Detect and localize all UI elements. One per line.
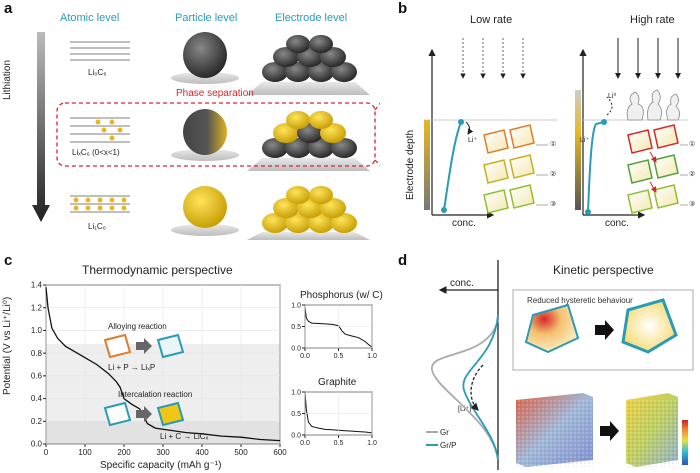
marker-2-high: ②: [689, 171, 696, 178]
li-conc-label: [Li⁺]: [458, 406, 472, 413]
li-ion-label-high: Li⁺: [580, 137, 590, 144]
header-atomic: Atomic level: [60, 12, 120, 24]
tick-label-x: 1.0: [367, 353, 377, 360]
header-particle: Particle level: [175, 12, 238, 24]
tick-label-y: 1.0: [31, 326, 43, 335]
tick-label-y: 1.0: [291, 302, 301, 309]
even-particle: [621, 298, 678, 354]
intercalation-equation: Li + C → LiCₓ: [160, 432, 209, 441]
tick-label-y: 0.5: [291, 411, 301, 418]
panel-a-label: a: [4, 0, 13, 17]
tick-label-x: 0.0: [300, 440, 310, 447]
high-rate-label: High rate: [630, 14, 675, 26]
particle-mixed: [183, 109, 227, 155]
tick-label-x: 100: [78, 448, 92, 457]
tick-label-x: 200: [117, 448, 131, 457]
panel-a-illustration: [32, 32, 380, 240]
tick-label-y: 0.5: [291, 324, 301, 331]
panel-d-illustration: [426, 260, 694, 470]
tick-label-y: 0.0: [291, 432, 301, 439]
atomic-row1: [70, 41, 130, 61]
header-electrode: Electrode level: [275, 12, 348, 24]
tick-label-y: 0.6: [31, 372, 43, 381]
li-metal-dendrites: [626, 89, 680, 121]
tick-label-x: 600: [273, 448, 287, 457]
panel-d-title: Kinetic perspective: [553, 263, 654, 277]
low-rate-profile: [443, 121, 462, 211]
marker-1-low: ①: [550, 141, 557, 148]
marker-1-high: ①: [689, 141, 696, 148]
lithiation-arrow: [32, 32, 50, 222]
tick-label-x: 300: [156, 448, 170, 457]
tick-label-y: 0.0: [291, 345, 301, 352]
inset2-title: Graphite: [318, 377, 357, 388]
reduced-hysteretic-label: Reduced hysteretic behaviour: [527, 296, 633, 305]
tick-label-x: 1.0: [367, 440, 377, 447]
marker-2-low: ②: [550, 171, 557, 178]
inset1-title: Phosphorus (w/ C): [300, 290, 383, 301]
electrode-row1: [247, 35, 370, 95]
colorbar: [682, 420, 688, 465]
legend-gr: Gr: [440, 428, 449, 437]
alloying-equation: Li + P → LiₓP: [108, 363, 156, 372]
tick-label-x: 0: [44, 448, 49, 457]
hot-particle: [524, 303, 580, 354]
panel-c-label: c: [4, 252, 13, 269]
d-conc-label: conc.: [450, 278, 474, 289]
reaction-icons: [103, 333, 185, 427]
particle-grey: [183, 32, 227, 78]
legend-grp: Gr/P: [440, 441, 457, 450]
tick-label-y: 0.4: [31, 394, 43, 403]
tick-label-x: 400: [195, 448, 209, 457]
tick-label-x: 0.0: [300, 353, 310, 360]
particle-gold: [183, 186, 227, 228]
grp-curve: [462, 314, 499, 461]
phase-separation-label: Phase separation: [176, 88, 254, 99]
c-xlabel: Specific capacity (mAh g⁻¹): [100, 460, 222, 471]
tick-label-y: 1.2: [31, 303, 43, 312]
row-label-3: Li₁C₆: [88, 222, 106, 231]
intercalation-title: Intercalation reaction: [118, 390, 193, 399]
tick-label-x: 0.5: [334, 353, 344, 360]
tick-label-y: 1.4: [31, 281, 43, 290]
row-label-2: LiₓC₆ (0<x<1): [72, 148, 120, 157]
high-rate-profile: [587, 121, 605, 213]
li-metal-label: Li⁰: [608, 93, 617, 100]
panel-c-title: Thermodynamic perspective: [82, 263, 233, 277]
alloying-title: Alloying reaction: [108, 322, 167, 331]
gr-curve: [431, 319, 499, 461]
panel-b-illustration: [424, 38, 688, 219]
tick-label-y: 0.2: [31, 417, 43, 426]
conc-label-low: conc.: [452, 218, 476, 229]
marker-3-low: ③: [550, 201, 557, 208]
atomic-row2: [70, 117, 130, 143]
row-label-1: Li₀C₆: [88, 68, 107, 77]
electrode-row2: [247, 111, 370, 171]
phase-separation-box: [56, 102, 376, 167]
tick-label-y: 0.8: [31, 349, 43, 358]
li-ion-label-low: Li⁺: [468, 137, 478, 144]
tick-label-x: 500: [234, 448, 248, 457]
inset2-line: [304, 391, 373, 434]
tick-label-y: 0.0: [31, 440, 43, 449]
electrode-row3: [247, 186, 370, 240]
marker-3-high: ③: [689, 201, 696, 208]
low-rate-label: Low rate: [470, 14, 513, 26]
main-chart-line: [45, 287, 281, 442]
tick-label-x: 0.5: [334, 440, 344, 447]
panel-b-label: b: [398, 0, 408, 17]
panel-d-label: d: [398, 252, 408, 269]
atomic-row3: [70, 195, 130, 213]
conc-label-high: conc.: [605, 218, 629, 229]
tick-label-y: 1.0: [291, 389, 301, 396]
